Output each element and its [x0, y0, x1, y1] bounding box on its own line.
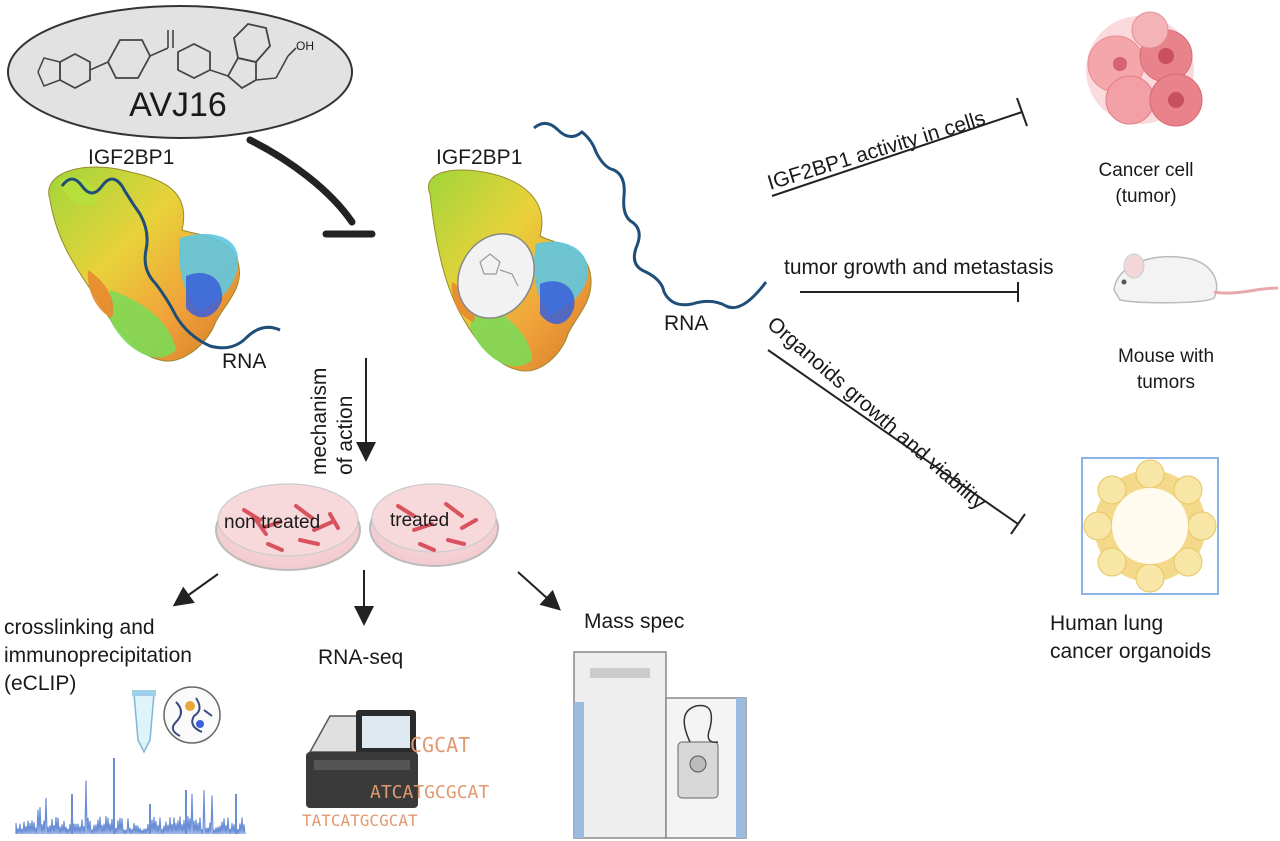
dish-treated-label: treated — [390, 510, 449, 531]
sequence-line-3: TATCATGCGCAT — [302, 811, 418, 830]
compound-structure: OH AVJ16 — [7, 5, 353, 139]
cancer-cell-label-line2: (tumor) — [1115, 186, 1176, 207]
crosslink-zoom-icon — [163, 686, 221, 744]
massspec-assay: Mass spec — [573, 610, 747, 839]
right-protein-complex: IGF2BP1 RNA — [427, 122, 768, 372]
mouse-label-line2: tumors — [1137, 372, 1195, 393]
compound-name: AVJ16 — [129, 86, 227, 124]
mechanism-label-line1: mechanism — [308, 368, 331, 475]
bound-compound-icon — [457, 233, 535, 319]
arrow-to-massspec — [517, 571, 561, 611]
cancer-cell-label-line1: Cancer cell — [1098, 160, 1193, 181]
effect-tumor: tumor growth and metastasis — [784, 256, 1054, 302]
eclip-assay: crosslinking and immunoprecipitation (eC… — [4, 616, 246, 835]
dish-untreated-label: non treated — [224, 512, 320, 533]
hydroxyl-label: OH — [296, 39, 314, 53]
mechanism-of-action: mechanism of action — [308, 358, 376, 475]
organoid-label-line1: Human lung — [1050, 612, 1163, 635]
eclip-label-line1: crosslinking and — [4, 616, 155, 639]
eclip-signal-trace — [15, 758, 246, 835]
cancer-cell-illustration: Cancer cell (tumor) — [1086, 11, 1203, 207]
left-protein-complex: IGF2BP1 RNA — [48, 146, 281, 373]
rnaseq-assay: RNA-seq CGCAT ATCATGCGCAT TATCATGCGCAT — [302, 646, 489, 830]
arrow-to-eclip — [172, 573, 219, 607]
effect-organoids-label: Organoids growth and viability — [763, 312, 991, 514]
inhibition-arrow — [246, 136, 376, 238]
eclip-label-line3: (eCLIP) — [4, 672, 76, 695]
effect-organoids: Organoids growth and viability — [763, 312, 1026, 535]
eclip-label-line2: immunoprecipitation — [4, 644, 192, 667]
mouse-illustration: Mouse with tumors — [1113, 253, 1279, 393]
dish-treated: treated — [369, 483, 499, 567]
right-protein-label: IGF2BP1 — [436, 146, 522, 169]
effect-tumor-label: tumor growth and metastasis — [784, 256, 1054, 279]
mechanism-label-line2: of action — [334, 396, 357, 475]
left-rna-label: RNA — [222, 350, 266, 373]
massspec-label: Mass spec — [584, 610, 684, 633]
eclip-trace-path — [15, 780, 246, 835]
effect-cells-label: IGF2BP1 activity in cells — [765, 107, 988, 195]
mass-spectrometer-icon — [573, 651, 667, 839]
sequence-line-2: ATCATGCGCAT — [370, 782, 489, 803]
organoid-illustration: Human lung cancer organoids — [1050, 457, 1219, 663]
rnaseq-label: RNA-seq — [318, 646, 403, 669]
sequence-line-1: CGCAT — [410, 733, 470, 757]
left-protein-label: IGF2BP1 — [88, 146, 174, 169]
right-rna-label: RNA — [664, 312, 708, 335]
tube-icon — [133, 693, 155, 754]
organoid-label-line2: cancer organoids — [1050, 640, 1211, 663]
dish-untreated: non treated — [215, 483, 361, 571]
mouse-label-line1: Mouse with — [1118, 346, 1214, 367]
effect-cells: IGF2BP1 activity in cells — [765, 97, 1028, 197]
